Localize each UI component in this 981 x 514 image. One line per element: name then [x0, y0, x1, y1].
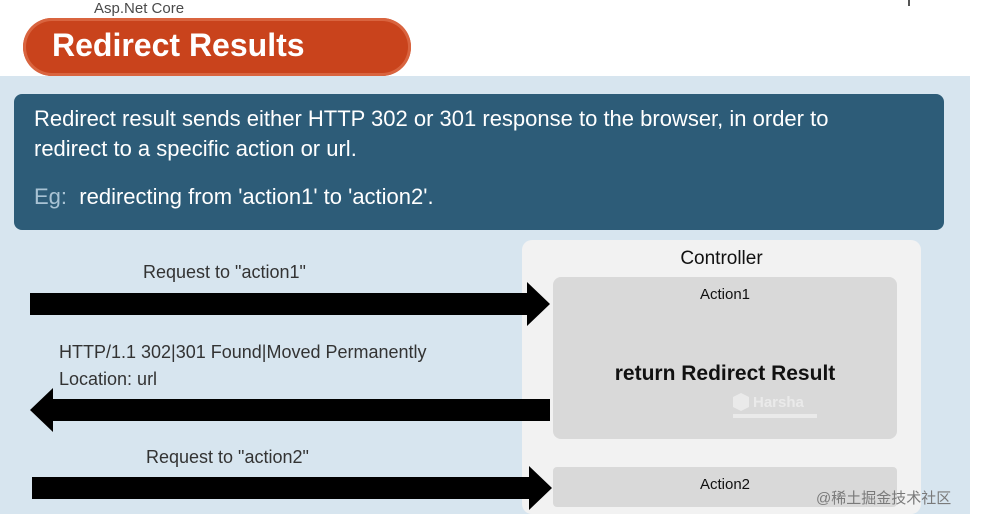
example-text: redirecting from 'action1' to 'action2'. — [79, 184, 434, 209]
request2-arrow — [32, 466, 552, 510]
action1-label: Action1 — [699, 286, 751, 303]
info-box: Redirect result sends either HTTP 302 or… — [14, 94, 944, 230]
request2-label: Request to "action2" — [146, 447, 309, 467]
course-name: Asp.Net Core — [94, 0, 185, 17]
response-arrow — [30, 388, 550, 432]
site-watermark: @稀土掘金技术社区 — [816, 490, 952, 507]
harsha-logo-watermark: Harsha — [733, 393, 817, 418]
title-banner — [23, 18, 411, 76]
response-location-label: Location: url — [59, 369, 158, 389]
controller-title: Controller — [680, 248, 763, 269]
info-line-1: Redirect result sends either HTTP 302 or… — [34, 106, 829, 131]
logo-text: Harsha — [753, 394, 805, 411]
action1-box: Action1 return Redirect Result Harsha — [553, 277, 897, 439]
action2-box: Action2 — [553, 467, 897, 507]
info-example: Eg: redirecting from 'action1' to 'actio… — [34, 184, 434, 210]
response-status-label: HTTP/1.1 302|301 Found|Moved Permanently — [59, 342, 427, 362]
request1-label: Request to "action1" — [143, 262, 306, 282]
return-statement: return Redirect Result — [614, 362, 836, 385]
slide-title: Redirect Results — [52, 27, 305, 63]
example-prefix: Eg: — [34, 184, 68, 209]
right-margin — [970, 0, 981, 514]
corner-mark — [908, 0, 910, 6]
info-line-2: redirect to a specific action or url. — [34, 136, 357, 161]
request1-arrow — [30, 282, 550, 326]
action2-label: Action2 — [699, 476, 751, 493]
